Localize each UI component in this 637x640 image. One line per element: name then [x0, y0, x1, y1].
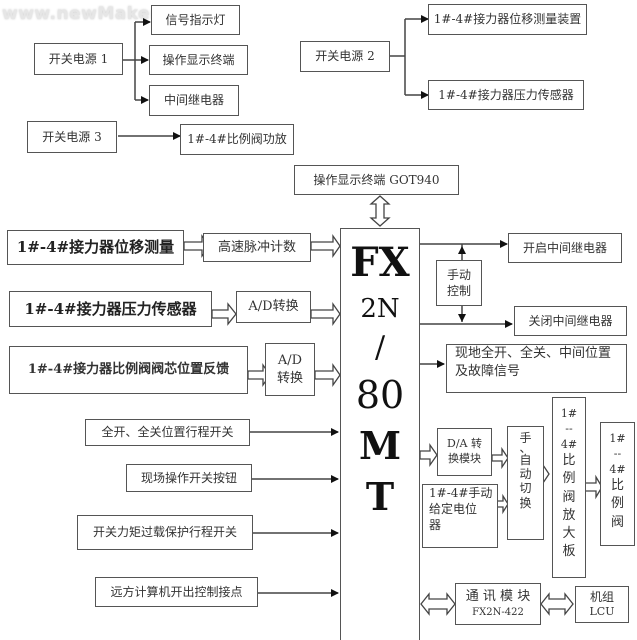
operator-terminal-label: 操作显示终端 [162, 52, 235, 67]
manual-potentiometer-line-3: 器 [429, 518, 442, 533]
amp-char-9: 板 [562, 544, 576, 560]
power-supply-1-label: 开关电源 1 [48, 51, 109, 66]
ad-converter-2-line-1: A/D [277, 352, 303, 368]
valve-amplifier-power-label: 1#-4#比例阀功放 [187, 132, 287, 147]
comm-module-line-1: 通 讯 模 块 [465, 589, 531, 605]
manual-control-line-2: 控制 [446, 284, 471, 298]
pressure-sensor-label: 1#-4#接力器压力传感器 [24, 299, 197, 318]
ad-converter-1-box: A/D转换 [236, 291, 311, 323]
status-signal-line-1: 现地全开、全关、中间位置 [455, 346, 612, 361]
pulse-counter-label: 高速脉冲计数 [217, 239, 296, 255]
limit-switch-box: 全开、全关位置行程开关 [85, 419, 250, 446]
intermediate-relay-label: 中间继电器 [163, 93, 224, 108]
field-buttons-label: 现场操作开关按钮 [140, 470, 237, 485]
plc-label-line-5: M [358, 423, 402, 468]
field-buttons-box: 现场操作开关按钮 [126, 464, 252, 492]
da-module-line-1: D/A 转 [447, 437, 482, 451]
torque-switch-label: 开关力矩过载保护行程开关 [92, 525, 237, 540]
valve-char-6: 阀 [610, 514, 624, 530]
pulse-counter-box: 高速脉冲计数 [203, 233, 311, 262]
plc-label-line-2: 2N [360, 294, 400, 324]
amp-char-1: 1# [560, 407, 578, 420]
amp-char-5: 例 [562, 471, 576, 487]
manual-control-box: 手动 控制 [436, 260, 482, 306]
power-supply-1: 开关电源 1 [34, 43, 123, 75]
plc-label-line-3: / [374, 330, 386, 365]
plc-label-line-4: 80 [355, 373, 405, 417]
amp-char-3: 4# [560, 437, 578, 451]
amp-char-7: 放 [562, 507, 576, 523]
plc-fx2n-80mt: FX 2N / 80 M T [340, 228, 420, 640]
pressure-sensor-box: 1#-4#接力器压力传感器 [9, 291, 212, 327]
amp-char-2: -- [565, 422, 573, 436]
valve-char-1: 1# [609, 432, 626, 445]
valve-feedback-box: 1#-4#接力器比例阀阀芯位置反馈 [9, 346, 248, 394]
intermediate-relay-box: 中间继电器 [149, 85, 239, 116]
torque-switch-box: 开关力矩过载保护行程开关 [77, 515, 253, 550]
manual-control-line-1: 手动 [446, 267, 471, 282]
signal-lamp-label: 信号指示灯 [165, 12, 226, 27]
displacement-measure-box: 1#-4#接力器位移测量 [7, 230, 184, 265]
da-module-box: D/A 转 换模块 [437, 428, 492, 476]
manual-auto-switch-box: 手 、 自 动 切 换 [507, 426, 544, 540]
power-supply-2-label: 开关电源 2 [315, 49, 375, 64]
remote-contacts-label: 远方计算机开出控制接点 [110, 584, 243, 599]
comm-module-line-2: FX2N-422 [472, 607, 524, 619]
displacement-device-box: 1#-4#接力器位移测量装置 [428, 4, 587, 35]
switch-char-2: 、 [519, 441, 532, 456]
switch-char-5: 切 [519, 481, 532, 496]
ad-converter-2-line-2: 转换 [276, 370, 303, 386]
operator-terminal-box: 操作显示终端 [149, 45, 248, 75]
power-supply-2: 开关电源 2 [300, 41, 390, 72]
pressure-sensor-power-box: 1#-4#接力器压力传感器 [428, 80, 584, 110]
hmi-got940-box: 操作显示终端 GOT940 [294, 165, 459, 195]
hmi-got940-label: 操作显示终端 GOT940 [313, 172, 440, 187]
power-supply-3: 开关电源 3 [27, 121, 117, 153]
valve-amplifier-box: 1# -- 4# 比 例 阀 放 大 板 [552, 397, 586, 578]
switch-char-6: 换 [519, 495, 532, 510]
plc-label-line-1: FX [350, 239, 410, 286]
lcu-line-2: LCU [589, 605, 615, 619]
valve-char-5: 例 [610, 496, 624, 512]
unit-lcu-box: 机组 LCU [575, 586, 629, 623]
ad-converter-1-label: A/D转换 [248, 299, 299, 315]
status-signal-line-2: 及故障信号 [455, 363, 521, 379]
valve-char-2: -- [613, 447, 622, 461]
pressure-sensor-power-label: 1#-4#接力器压力传感器 [438, 87, 574, 102]
manual-potentiometer-line-1: 1#-4#手动 [429, 486, 493, 500]
status-signal-box: 现地全开、全关、中间位置 及故障信号 [446, 344, 627, 393]
valve-char-3: 4# [609, 462, 626, 476]
close-relay-box: 关闭中间继电器 [514, 306, 627, 336]
switch-char-3: 自 [519, 452, 532, 467]
displacement-device-label: 1#-4#接力器位移测量装置 [433, 12, 582, 27]
valve-amplifier-power-box: 1#-4#比例阀功放 [180, 124, 294, 155]
open-relay-label: 开启中间继电器 [522, 240, 607, 255]
proportional-valve-box: 1# -- 4# 比 例 阀 [600, 422, 635, 546]
signal-lamp-box: 信号指示灯 [151, 5, 240, 35]
power-supply-3-label: 开关电源 3 [42, 129, 102, 144]
limit-switch-label: 全开、全关位置行程开关 [101, 425, 234, 440]
manual-potentiometer-box: 1#-4#手动 给定电位 器 [422, 484, 498, 548]
switch-char-4: 动 [519, 466, 532, 481]
close-relay-label: 关闭中间继电器 [528, 313, 613, 328]
open-relay-box: 开启中间继电器 [508, 233, 622, 263]
valve-char-4: 比 [610, 478, 624, 494]
valve-feedback-label: 1#-4#接力器比例阀阀芯位置反馈 [27, 362, 230, 378]
manual-potentiometer-line-2: 给定电位 [429, 502, 478, 517]
amp-char-4: 比 [562, 453, 576, 469]
displacement-measure-label: 1#-4#接力器位移测量 [16, 238, 175, 257]
comm-module-box: 通 讯 模 块 FX2N-422 [455, 583, 541, 625]
ad-converter-2-box: A/D 转换 [265, 343, 315, 396]
lcu-line-1: 机组 [589, 589, 614, 604]
switch-char-1: 手 [519, 431, 532, 445]
remote-contacts-box: 远方计算机开出控制接点 [95, 577, 258, 607]
plc-label-line-6: T [365, 474, 395, 519]
amp-char-6: 阀 [562, 489, 576, 505]
amp-char-8: 大 [562, 525, 576, 541]
da-module-line-2: 换模块 [448, 452, 481, 465]
